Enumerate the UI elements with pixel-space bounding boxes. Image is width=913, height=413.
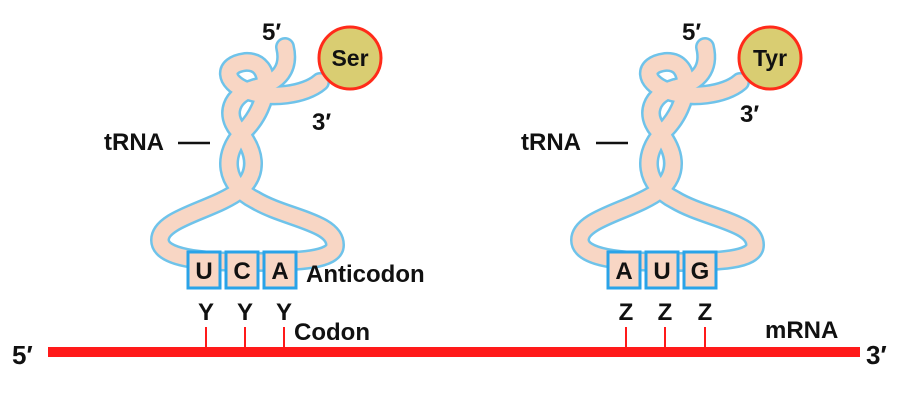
codon-base: Y	[198, 299, 214, 326]
trna-ser-3-prime-label: 3′	[312, 109, 331, 136]
anticodon-base: A	[615, 258, 632, 285]
trna-tyr-label: tRNA	[521, 129, 581, 156]
anticodon-base-box	[682, 250, 718, 290]
anticodon-base-box	[644, 250, 680, 290]
anticodon-base: A	[271, 258, 288, 285]
codon-base: Z	[658, 299, 673, 326]
anticodon-base-box	[224, 250, 260, 290]
amino-acid-ser-label: Ser	[331, 45, 368, 71]
trna-ser: Ser 5′ 3′ tRNA U C A Anticodon Y Y Y Cod…	[104, 19, 425, 350]
amino-acid-tyr	[737, 25, 803, 91]
anticodon-base: U	[653, 258, 670, 285]
mrna-3-prime-label: 3′	[866, 340, 887, 370]
mrna-5-prime-label: 5′	[12, 340, 33, 370]
trna-tyr-5-prime-label: 5′	[682, 19, 701, 46]
trna-ser-label: tRNA	[104, 129, 164, 156]
codon-base: Z	[619, 299, 634, 326]
anticodon-base: U	[195, 258, 212, 285]
anticodon-base: C	[233, 258, 250, 285]
trna-tyr-3-prime-label: 3′	[740, 101, 759, 128]
trna-ser-5-prime-label: 5′	[262, 19, 281, 46]
codon-label: Codon	[294, 319, 370, 346]
anticodon-base: G	[691, 258, 710, 285]
amino-acid-ser	[317, 25, 383, 91]
mrna-label: mRNA	[765, 317, 838, 344]
anticodon-base-box	[262, 250, 298, 290]
anticodon-base-box	[186, 250, 222, 290]
anticodon-label: Anticodon	[306, 261, 425, 288]
codon-base: Y	[276, 299, 292, 326]
codon-base: Z	[698, 299, 713, 326]
anticodon-base-box	[606, 250, 642, 290]
amino-acid-tyr-label: Tyr	[753, 45, 787, 71]
codon-base: Y	[237, 299, 253, 326]
trna-tyr: Tyr 5′ 3′ tRNA A U G Z Z Z	[521, 19, 803, 350]
